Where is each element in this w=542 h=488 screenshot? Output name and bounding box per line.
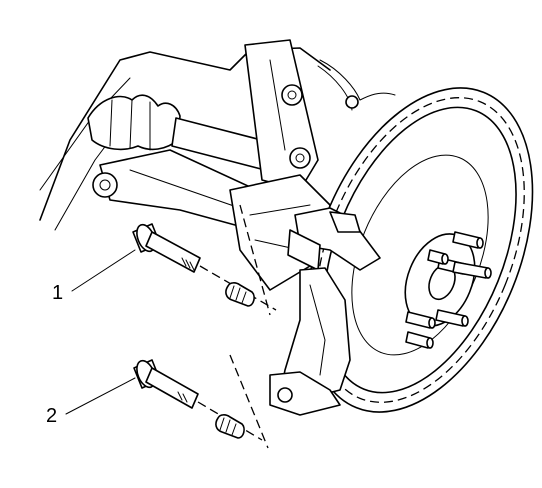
ball-joint — [92, 172, 118, 198]
callout-1: 1 — [52, 249, 136, 304]
callout-label-2: 2 — [46, 405, 57, 427]
boot-lower — [215, 414, 245, 439]
boot-upper — [225, 282, 255, 307]
guide-pin-bolt-lower — [133, 359, 263, 441]
wheel-studs — [405, 231, 492, 349]
strut-bolt-upper — [281, 84, 303, 106]
strut-bolt-lower — [289, 147, 311, 169]
caliper-bracket — [269, 207, 381, 416]
leader-line-2 — [65, 377, 136, 415]
callout-2: 2 — [46, 377, 136, 427]
guide-pin-bolt-upper — [132, 223, 277, 311]
wheel-hub — [404, 233, 476, 327]
callout-label-1: 1 — [52, 282, 63, 304]
leader-line-1 — [71, 249, 136, 292]
